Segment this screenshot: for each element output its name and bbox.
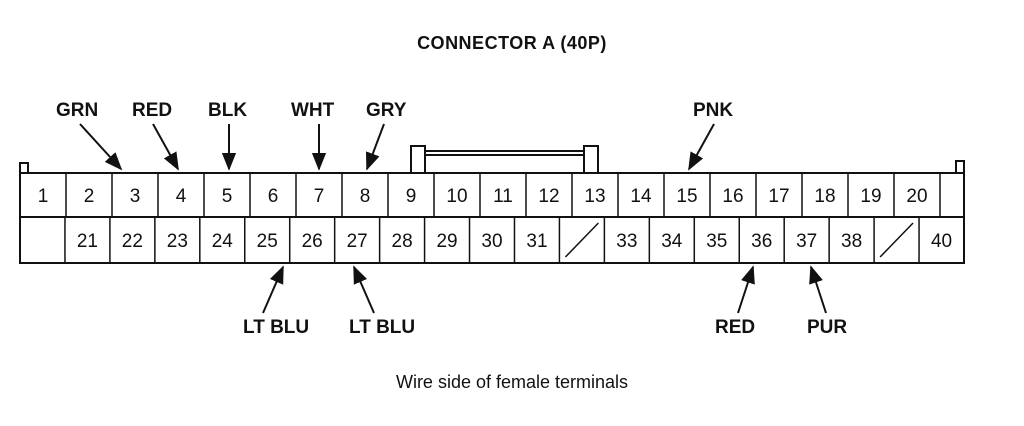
- pin-9: 9: [406, 186, 417, 207]
- bottom-blank-pin: [564, 222, 599, 258]
- pin-19: 19: [860, 186, 881, 207]
- wire-label-pin37: PUR: [807, 317, 848, 338]
- pin-37: 37: [796, 231, 817, 252]
- arrow-pin4: [152, 123, 179, 171]
- pin-16: 16: [722, 186, 743, 207]
- pin-3: 3: [130, 186, 141, 207]
- pin-4: 4: [176, 186, 187, 207]
- wire-label-pin15: PNK: [693, 100, 734, 121]
- wire-label-pin3: GRN: [56, 100, 99, 121]
- pin-38: 38: [841, 231, 862, 252]
- arrow-pin37: [809, 265, 827, 314]
- pin-20: 20: [906, 186, 927, 207]
- bottom-pin-row: 21 22 23 24 25 26 27 28 29 30 31 33 34 35 36 37 38 40: [64, 217, 952, 263]
- arrow-pin26: [262, 265, 284, 314]
- arrow-pin15: [688, 123, 715, 171]
- pin-14: 14: [630, 186, 652, 207]
- pin-34: 34: [661, 231, 683, 252]
- pin-2: 2: [84, 186, 95, 207]
- pin-27: 27: [347, 231, 368, 252]
- bottom-arrows: [262, 265, 827, 314]
- diagram-title: CONNECTOR A (40P): [417, 33, 607, 53]
- arrow-pin36: [737, 265, 755, 314]
- pin-22: 22: [122, 231, 143, 252]
- pin-30: 30: [481, 231, 502, 252]
- wire-label-pin8: GRY: [366, 100, 407, 121]
- pin-28: 28: [392, 231, 413, 252]
- pin-18: 18: [814, 186, 835, 207]
- pin-10: 10: [446, 186, 467, 207]
- pin-40: 40: [931, 231, 952, 252]
- pin-12: 12: [538, 186, 559, 207]
- pin-21: 21: [77, 231, 98, 252]
- diagram-caption: Wire side of female terminals: [395, 372, 629, 392]
- pin-25: 25: [257, 231, 278, 252]
- wire-label-pin26: LT BLU: [243, 317, 310, 338]
- pin-35: 35: [706, 231, 727, 252]
- wire-label-pin27: LT BLU: [349, 317, 416, 338]
- pin-24: 24: [212, 231, 234, 252]
- arrow-pin27: [353, 265, 375, 314]
- wire-label-pin36: RED: [715, 317, 756, 338]
- pin-6: 6: [268, 186, 279, 207]
- pin-31: 31: [526, 231, 547, 252]
- wire-label-pin5: BLK: [208, 100, 248, 121]
- pin-13: 13: [584, 186, 605, 207]
- pin-36: 36: [751, 231, 772, 252]
- bottom-blank-pin: [879, 222, 914, 258]
- pin-8: 8: [360, 186, 371, 207]
- pin-1: 1: [38, 186, 49, 207]
- top-arrows: [79, 123, 715, 171]
- connector-body: [19, 145, 965, 264]
- pin-26: 26: [302, 231, 323, 252]
- wire-label-pin4: RED: [132, 100, 173, 121]
- wire-label-pin7: WHT: [291, 100, 335, 121]
- arrow-pin3: [79, 123, 123, 171]
- arrow-pin8: [365, 123, 385, 171]
- pin-23: 23: [167, 231, 188, 252]
- pin-33: 33: [616, 231, 637, 252]
- pin-15: 15: [676, 186, 697, 207]
- pin-11: 11: [493, 186, 513, 207]
- pin-17: 17: [768, 186, 789, 207]
- pin-7: 7: [314, 186, 325, 207]
- pin-29: 29: [436, 231, 457, 252]
- pin-5: 5: [222, 186, 233, 207]
